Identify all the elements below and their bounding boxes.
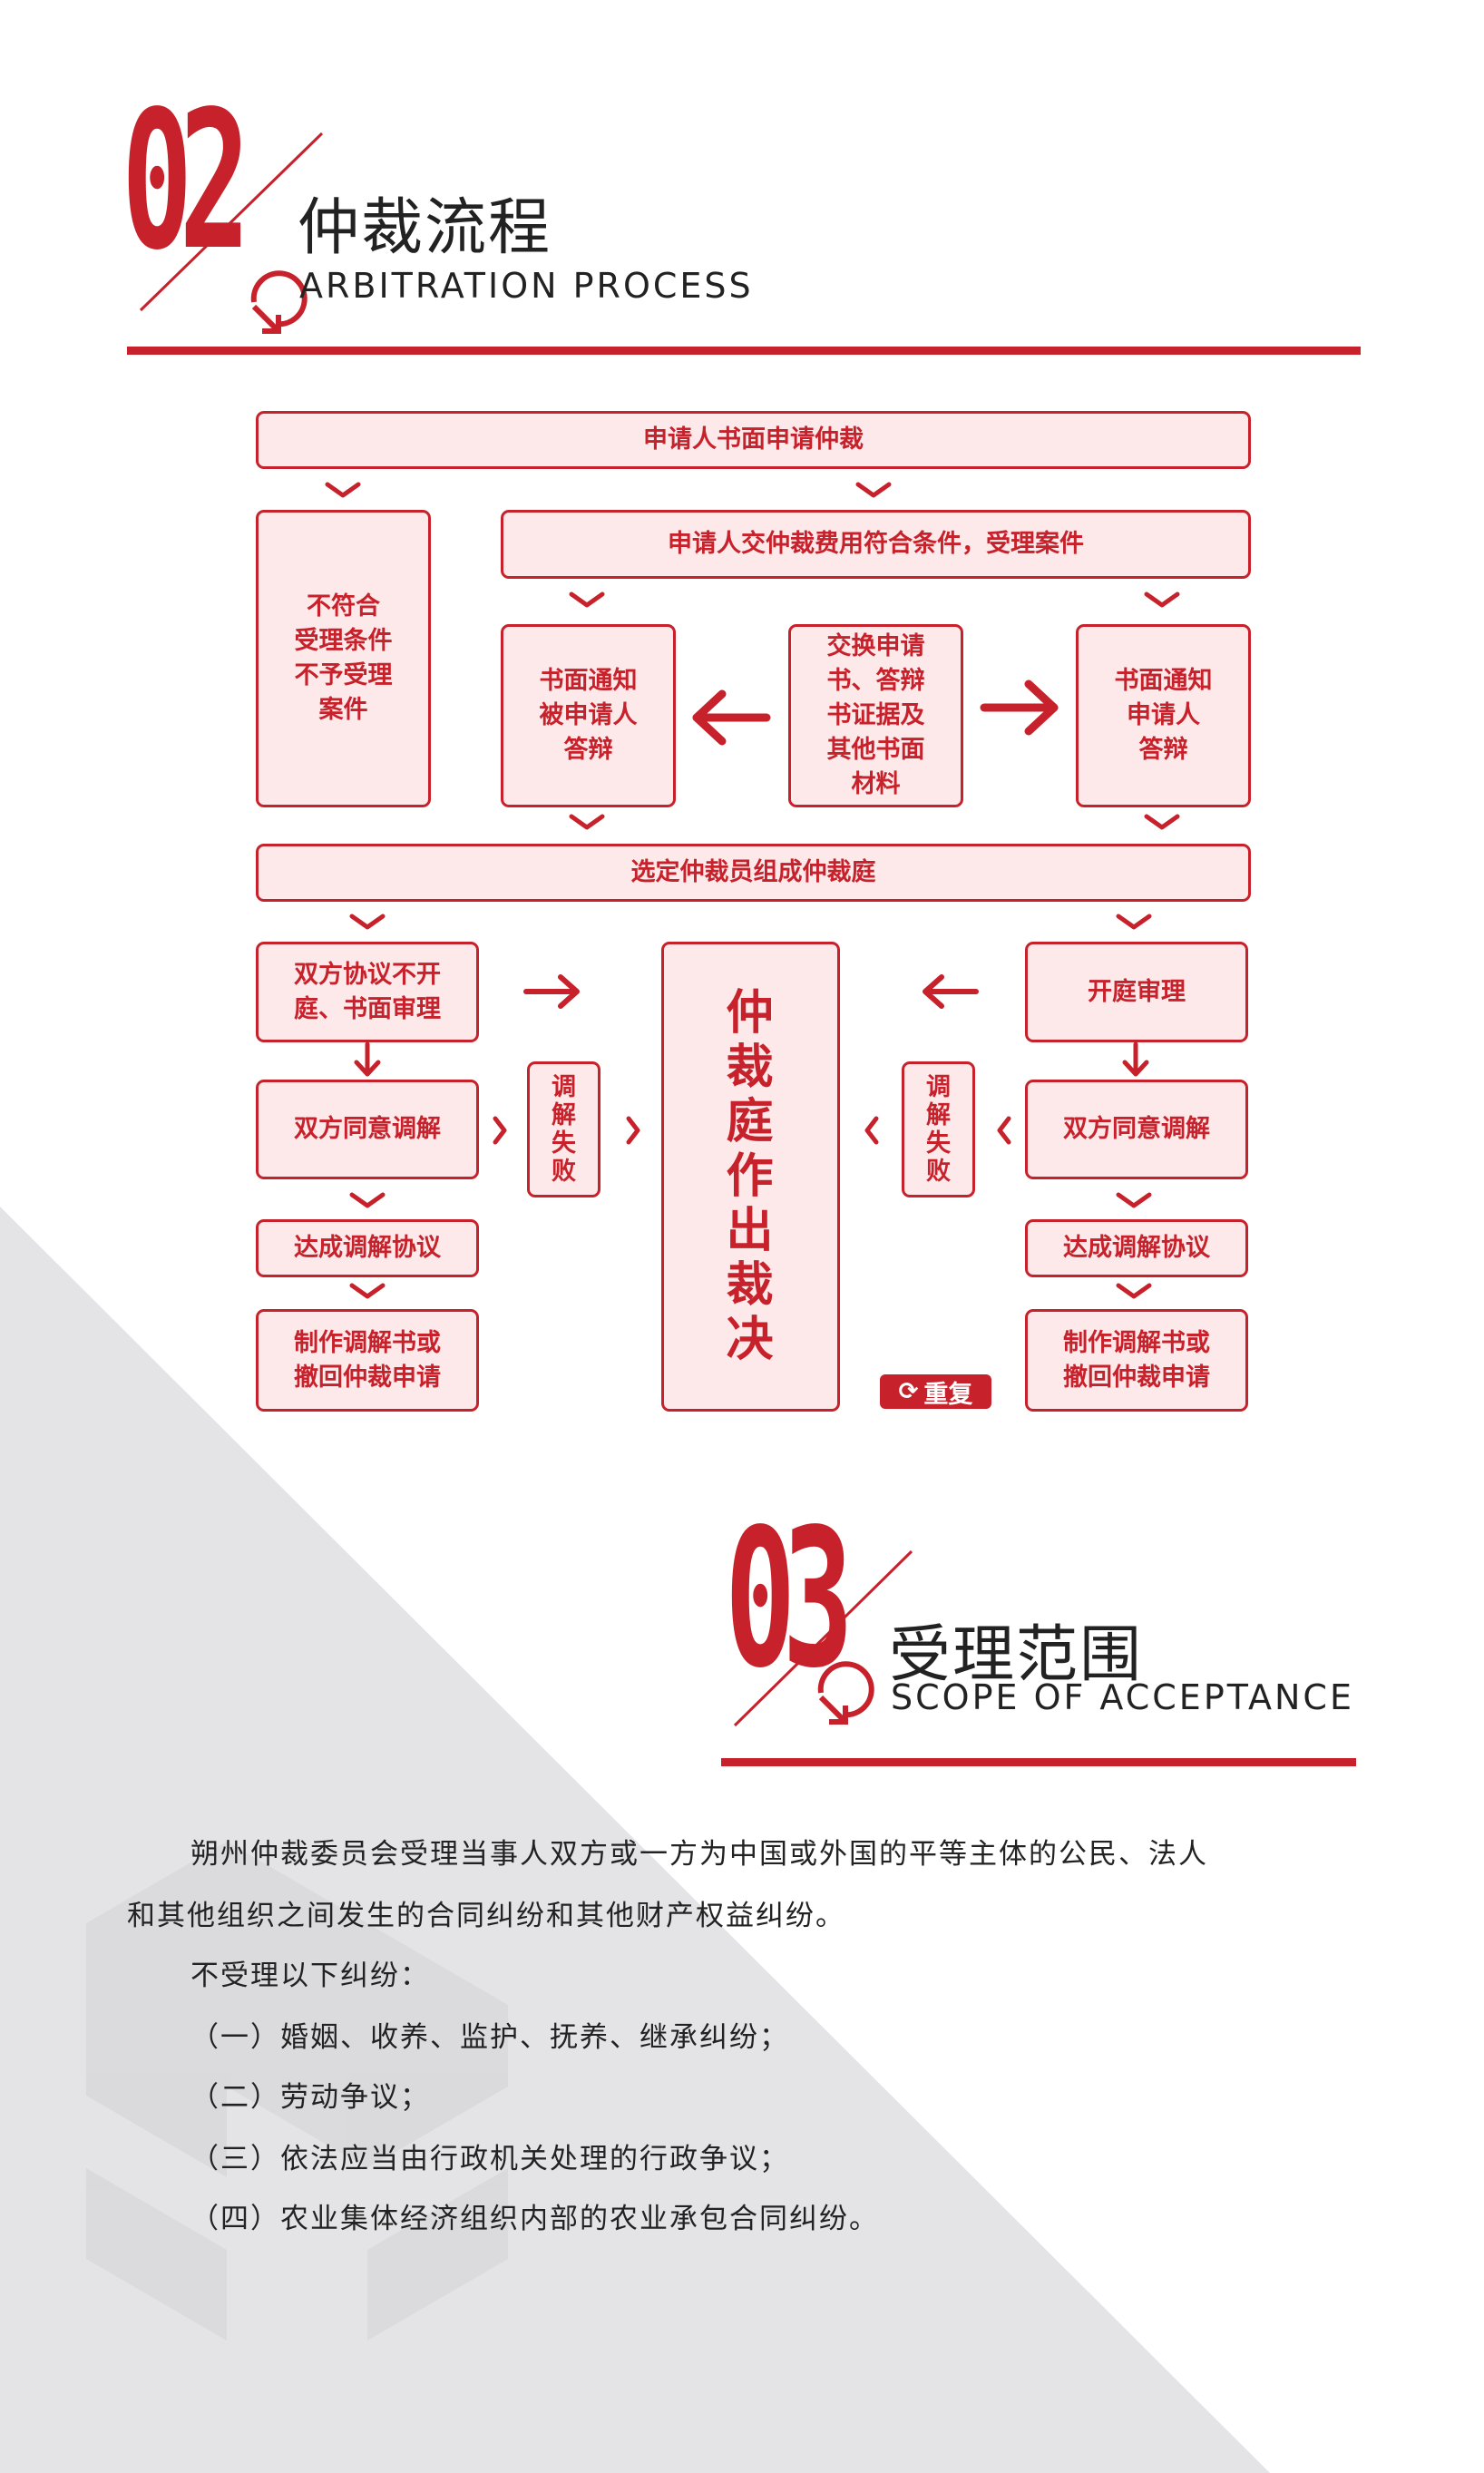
arrow-circle-icon xyxy=(817,1661,874,1725)
flow-step-agreement-left: 达成调解协议 xyxy=(256,1219,479,1277)
chevron-left-icon xyxy=(864,1116,879,1145)
section-number: 02 xyxy=(122,70,250,292)
chevron-down-icon xyxy=(327,484,358,495)
scope-item: （三）依法应当由行政机关处理的行政争议； xyxy=(190,2143,789,2175)
flow-step-apply: 申请人书面申请仲裁 xyxy=(256,411,1251,469)
chevron-left-icon xyxy=(997,1116,1011,1145)
section-title: 受理范围 xyxy=(889,1619,1144,1691)
flow-step-award: 仲 裁 庭 作 出 裁 决 xyxy=(661,942,840,1412)
refresh-icon: ⟳ xyxy=(898,1378,919,1405)
flow-step-mediation-fail-right: 调 解 失 败 xyxy=(902,1061,975,1197)
flow-step-agreement-right: 达成调解协议 xyxy=(1025,1219,1248,1277)
section-subtitle: ARBITRATION PROCESS xyxy=(299,266,754,306)
scope-item: （四）农业集体经济组织内部的农业承包合同纠纷。 xyxy=(190,2203,879,2235)
flow-step-reject: 不符合 受理条件 不予受理 案件 xyxy=(256,510,431,807)
flow-step-mediation-left: 双方同意调解 xyxy=(256,1080,479,1179)
flow-step-open-hearing: 开庭审理 xyxy=(1025,942,1248,1042)
section-divider-graphic xyxy=(139,132,324,334)
chevron-down-icon xyxy=(1118,1285,1149,1296)
chevron-down-icon xyxy=(352,1285,383,1296)
section-3-rule xyxy=(721,1758,1356,1766)
chevron-down-icon xyxy=(1118,916,1149,927)
chevron-right-icon xyxy=(626,1116,640,1145)
section-number: 03 xyxy=(725,1488,854,1710)
flow-step-select-arbitrators: 选定仲裁员组成仲裁庭 xyxy=(256,844,1251,902)
chevron-down-icon xyxy=(1118,1195,1149,1206)
arrow-right-icon xyxy=(523,974,580,1009)
section-divider-graphic xyxy=(733,1549,913,1727)
flow-step-written-review: 双方协议不开 庭、书面审理 xyxy=(256,942,479,1042)
flow-step-document-left: 制作调解书或 撤回仲裁申请 xyxy=(256,1309,479,1412)
arrow-left-icon xyxy=(923,974,979,1009)
flow-step-exchange: 交换申请 书、答辩 书证据及 其他书面 材料 xyxy=(788,624,963,807)
arrow-left-icon xyxy=(692,689,771,746)
chevron-down-icon xyxy=(1147,594,1177,605)
chevron-right-icon xyxy=(493,1116,507,1145)
section-2-rule xyxy=(127,347,1361,355)
section-3-heading: 03 受理范围 SCOPE OF ACCEPTANCE xyxy=(721,1504,1374,1740)
flow-step-mediation-fail-left: 调 解 失 败 xyxy=(527,1061,600,1197)
chevron-down-icon xyxy=(571,594,602,605)
section-title: 仲裁流程 xyxy=(298,192,552,264)
scope-exclude-title: 不受理以下纠纷： xyxy=(190,1960,430,1992)
chevron-down-icon xyxy=(571,816,602,827)
flow-step-document-right: 制作调解书或 撤回仲裁申请 xyxy=(1025,1309,1248,1412)
scope-intro-line-1: 朔州仲裁委员会受理当事人双方或一方为中国或外国的平等主体的公民、法人 xyxy=(190,1838,1208,1871)
repeat-label: 重复 xyxy=(923,1380,973,1409)
repeat-button[interactable]: ⟳ 重复 xyxy=(880,1374,991,1409)
chevron-down-icon xyxy=(1147,816,1177,827)
flow-step-mediation-right: 双方同意调解 xyxy=(1025,1080,1248,1179)
chevron-down-icon xyxy=(352,1195,383,1206)
section-subtitle: SCOPE OF ACCEPTANCE xyxy=(891,1677,1354,1717)
scope-intro-line-2: 和其他组织之间发生的合同纠纷和其他财产权益纠纷。 xyxy=(127,1900,845,1932)
chevron-down-icon xyxy=(858,484,889,495)
arrow-right-icon xyxy=(980,679,1059,736)
arrow-circle-icon xyxy=(250,270,308,334)
flow-step-accept: 申请人交仲裁费用符合条件，受理案件 xyxy=(501,510,1251,579)
scope-item: （一）婚姻、收养、监护、抚养、继承纠纷； xyxy=(190,2021,789,2054)
flow-step-notify-respondent: 书面通知 被申请人 答辩 xyxy=(501,624,676,807)
arrow-down-icon xyxy=(1122,1041,1149,1077)
chevron-down-icon xyxy=(352,916,383,927)
scope-item: （二）劳动争议； xyxy=(190,2081,430,2114)
flow-step-notify-applicant: 书面通知 申请人 答辩 xyxy=(1076,624,1251,807)
section-2-heading: 02 仲裁流程 ARBITRATION PROCESS xyxy=(118,70,807,334)
arrow-down-icon xyxy=(354,1041,381,1077)
